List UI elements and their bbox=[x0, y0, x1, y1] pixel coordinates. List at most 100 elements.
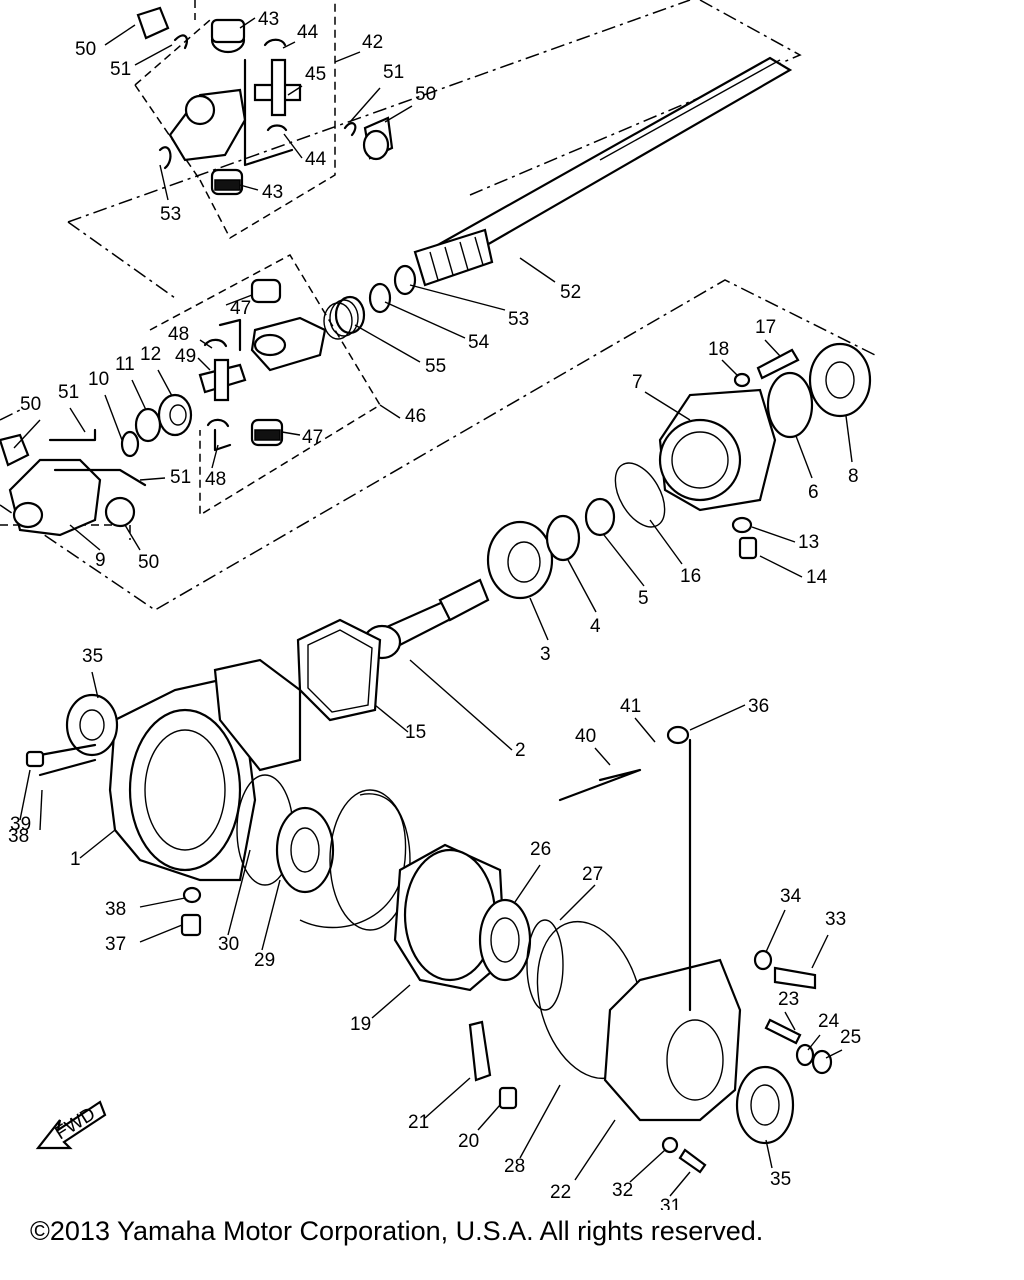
part-number-p50d: 50 bbox=[138, 552, 159, 573]
leader-line-p32 bbox=[629, 1149, 666, 1183]
part-number-p22: 22 bbox=[550, 1182, 571, 1203]
small-fasteners bbox=[180, 886, 518, 1110]
leader-line-p42 bbox=[334, 51, 361, 63]
part-number-p1: 1 bbox=[70, 849, 81, 870]
leader-line-p51c bbox=[69, 407, 86, 433]
part-number-p47a: 47 bbox=[230, 298, 251, 319]
part-number-p44b: 44 bbox=[305, 149, 327, 170]
leader-line-p35b bbox=[765, 1139, 773, 1169]
leader-line-p54 bbox=[384, 301, 466, 339]
leader-line-p38b bbox=[139, 897, 186, 908]
leader-line-p27 bbox=[559, 884, 596, 921]
leader-line-p6 bbox=[795, 435, 813, 479]
part-number-p51c: 51 bbox=[58, 382, 79, 403]
leader-line-p34 bbox=[765, 909, 786, 953]
part-number-p2: 2 bbox=[515, 740, 526, 761]
leader-line-p14 bbox=[759, 555, 803, 578]
part-number-p21: 21 bbox=[408, 1112, 429, 1133]
part-number-p25: 25 bbox=[840, 1027, 861, 1048]
leader-line-p31 bbox=[669, 1171, 691, 1197]
part-number-p50c: 50 bbox=[20, 394, 41, 415]
part-number-p43a: 43 bbox=[258, 9, 279, 30]
ring-gear-assembly bbox=[236, 774, 644, 1080]
leader-line-p15 bbox=[374, 704, 409, 733]
part-number-p24: 24 bbox=[818, 1011, 840, 1032]
part-number-p42: 42 bbox=[362, 32, 383, 53]
part-number-p35a: 35 bbox=[82, 646, 103, 667]
leader-line-p4 bbox=[567, 559, 597, 613]
part-number-p35b: 35 bbox=[770, 1169, 791, 1190]
upper-universal-joint bbox=[168, 18, 302, 196]
leader-line-p21 bbox=[424, 1077, 471, 1119]
part-number-p53b: 53 bbox=[508, 309, 529, 330]
part-number-p38b: 38 bbox=[105, 899, 126, 920]
leader-line-p44a bbox=[282, 41, 296, 49]
part-number-p29: 29 bbox=[254, 950, 275, 971]
leader-line-p11 bbox=[131, 379, 147, 411]
part-number-p40: 40 bbox=[575, 726, 596, 747]
part-number-p7: 7 bbox=[632, 372, 643, 393]
part-number-p26: 26 bbox=[530, 839, 551, 860]
part-number-p51b: 51 bbox=[383, 62, 404, 83]
part-number-p33: 33 bbox=[825, 909, 846, 930]
leader-line-p20 bbox=[477, 1104, 501, 1131]
part-number-p43b: 43 bbox=[262, 182, 283, 203]
part-number-p11: 11 bbox=[115, 354, 135, 375]
leader-line-p1 bbox=[79, 829, 116, 859]
front-yoke-assembly bbox=[0, 393, 193, 537]
leader-line-p49 bbox=[197, 357, 211, 371]
leader-line-p17 bbox=[764, 339, 781, 357]
spring-and-washers bbox=[323, 264, 417, 340]
leader-line-p55 bbox=[354, 324, 421, 363]
leader-line-p5 bbox=[603, 534, 645, 587]
part-number-p3: 3 bbox=[540, 644, 551, 665]
part-number-p12: 12 bbox=[140, 344, 161, 365]
leader-line-p9 bbox=[69, 524, 101, 551]
pinion-bearings bbox=[486, 462, 666, 600]
part-number-p54: 54 bbox=[468, 332, 490, 353]
part-number-p49: 49 bbox=[175, 346, 196, 367]
part-number-p4: 4 bbox=[590, 616, 601, 637]
part-number-p8: 8 bbox=[848, 466, 859, 487]
leader-line-p40 bbox=[594, 747, 611, 766]
leader-line-p28 bbox=[519, 1084, 561, 1159]
leader-line-p29 bbox=[261, 879, 281, 951]
part-number-p47b: 47 bbox=[302, 427, 323, 448]
part-number-p51a: 51 bbox=[110, 59, 131, 80]
part-number-p44a: 44 bbox=[297, 22, 319, 43]
leader-line-p7 bbox=[644, 391, 691, 421]
lower-universal-joint bbox=[198, 278, 327, 452]
leader-line-p43b bbox=[239, 184, 259, 191]
pinion-housing bbox=[658, 342, 872, 560]
leader-line-p38a bbox=[39, 789, 43, 831]
part-number-p19: 19 bbox=[350, 1014, 371, 1035]
leader-line-p50a bbox=[104, 24, 136, 46]
leader-line-p44b bbox=[283, 133, 303, 159]
leader-line-p2 bbox=[409, 659, 513, 751]
leader-line-p41 bbox=[634, 717, 656, 743]
leader-line-p52 bbox=[519, 257, 556, 283]
leader-line-p45 bbox=[287, 85, 303, 96]
part-number-p48b: 48 bbox=[205, 469, 226, 490]
part-number-p52: 52 bbox=[560, 282, 581, 303]
leader-line-p48a bbox=[199, 339, 213, 349]
part-number-p41: 41 bbox=[620, 696, 641, 717]
part-number-p51d: 51 bbox=[170, 467, 191, 488]
leader-line-p3 bbox=[529, 597, 549, 641]
differential-case bbox=[25, 658, 302, 882]
leader-line-p47b bbox=[281, 431, 301, 436]
part-number-p32: 32 bbox=[612, 1180, 633, 1201]
part-number-p20: 20 bbox=[458, 1131, 479, 1152]
leader-line-p24 bbox=[807, 1034, 821, 1051]
leader-line-p19 bbox=[371, 984, 411, 1019]
forward-direction-arrow: FWD bbox=[35, 1100, 107, 1150]
leader-line-p35a bbox=[91, 671, 99, 699]
leader-line-p12 bbox=[157, 369, 173, 397]
leader-line-p37 bbox=[139, 924, 183, 943]
part-number-p5: 5 bbox=[638, 588, 649, 609]
drive-shaft bbox=[413, 56, 793, 287]
drive-pinion-gear bbox=[296, 578, 490, 722]
leader-line-p43a bbox=[239, 17, 256, 29]
leader-line-p51b bbox=[349, 87, 381, 123]
